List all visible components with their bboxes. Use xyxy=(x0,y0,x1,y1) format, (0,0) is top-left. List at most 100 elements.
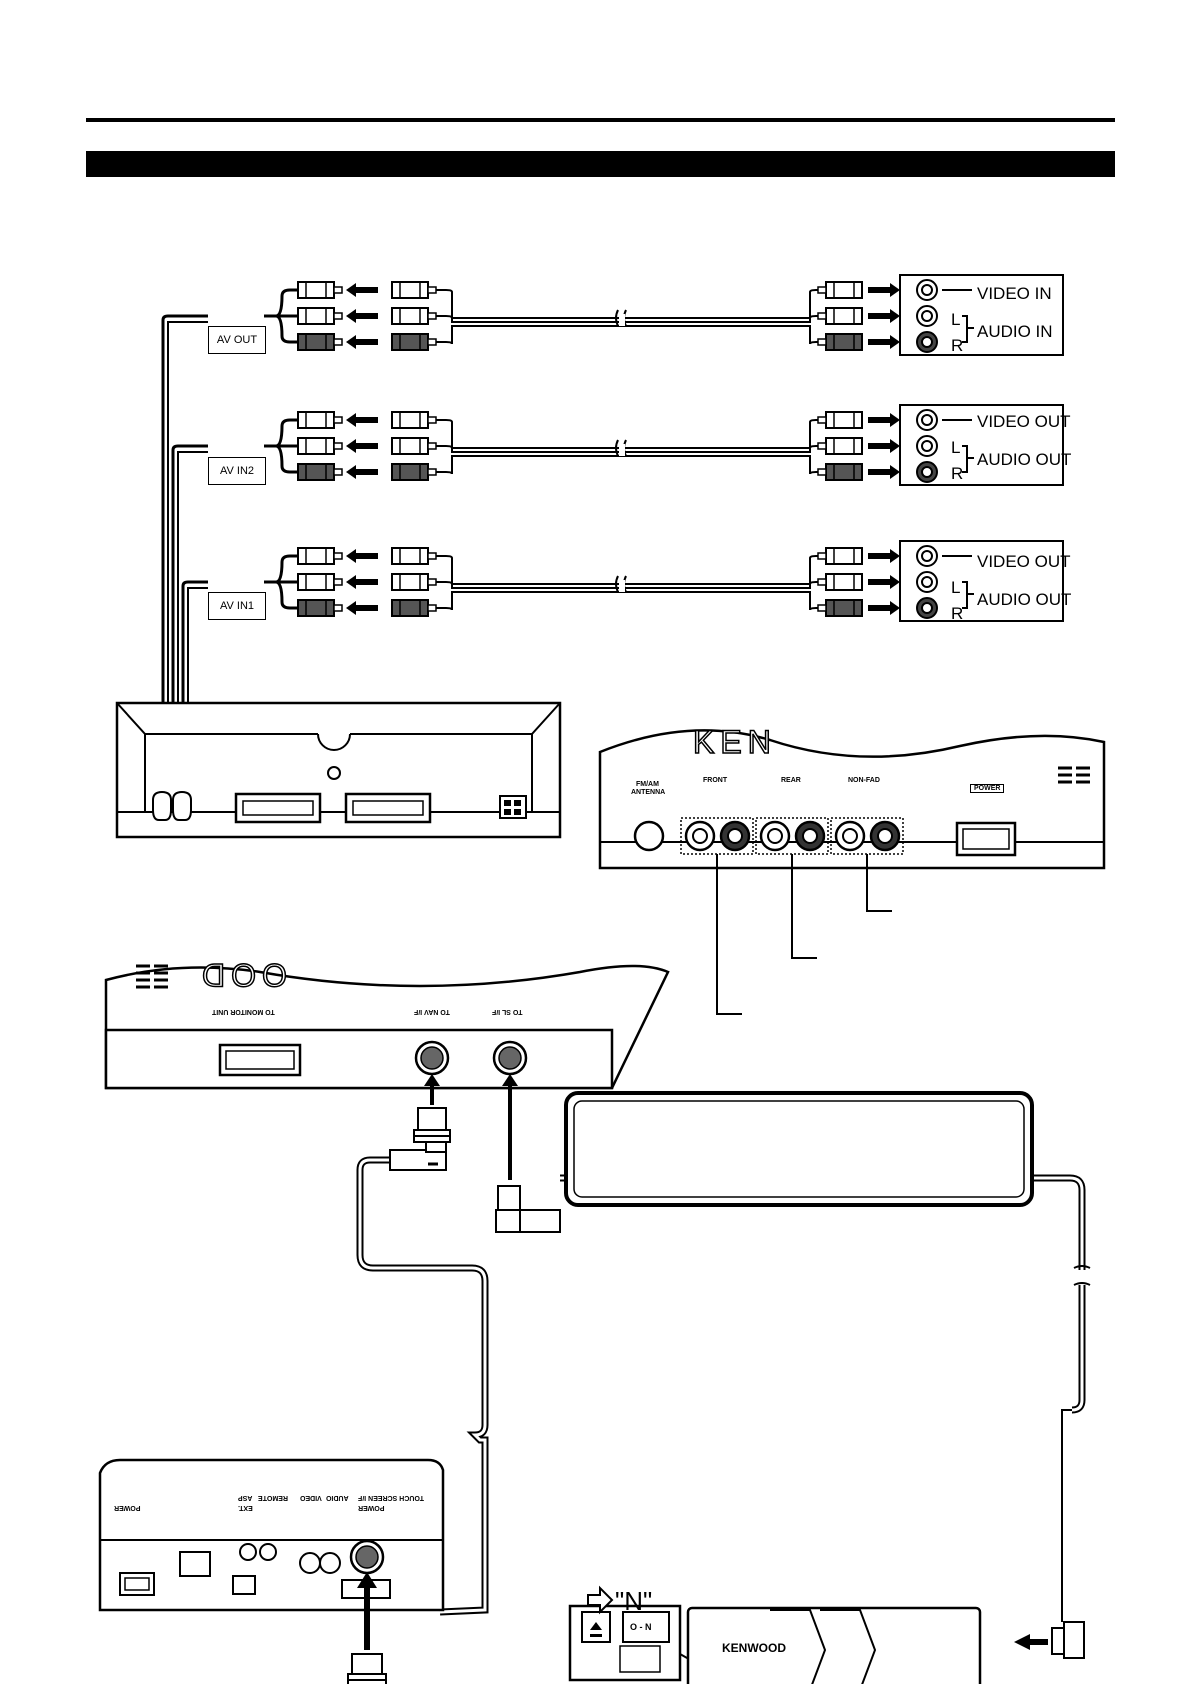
av-in2-audio-label: AUDIO OUT xyxy=(977,450,1072,469)
av-out-cable-plug-right-1 xyxy=(817,307,863,325)
av-in2-cable-group xyxy=(264,404,1064,486)
sl-cable xyxy=(560,1174,1091,1414)
av-in2-arrow-left-2 xyxy=(346,465,378,479)
av-out-l-label: L xyxy=(951,310,961,329)
changer-switch-callout: "N" xyxy=(615,1586,653,1616)
av-out-device-jack-1 xyxy=(916,305,938,327)
av-in2-l-label: L xyxy=(951,438,961,457)
changer-brand: KENWOOD xyxy=(722,1641,786,1655)
av-in1-device-jack-1 xyxy=(916,571,938,593)
av-in1-cable-plug-right-2 xyxy=(817,599,863,617)
av-in1-arrow-left-1 xyxy=(346,575,378,589)
av-in1-audio-label: AUDIO OUT xyxy=(977,590,1072,609)
receiver-power-label: POWER xyxy=(970,784,1005,793)
interface-box xyxy=(104,964,670,1090)
av-in1-arrow-left-0 xyxy=(346,549,378,563)
receiver-rear-label: REAR xyxy=(781,777,801,784)
nav-cable xyxy=(356,1156,489,1616)
nav-unit-label-3: VIDEO xyxy=(300,1494,322,1501)
interface-arrows xyxy=(424,1074,518,1180)
av-in2-cable-plug-left-0 xyxy=(391,411,437,429)
av-in2-arrow-right-0 xyxy=(868,413,900,427)
av-in2-cable-plug-right-2 xyxy=(817,463,863,481)
av-in2-arrow-left-0 xyxy=(346,413,378,427)
av-in2-label-box: AV IN2 xyxy=(208,457,266,485)
non-fad-jacks xyxy=(834,820,901,852)
nav-plug-bottom xyxy=(347,1653,387,1684)
av-in2-arrow-right-1 xyxy=(868,439,900,453)
av-out-cable-plug-right-2 xyxy=(817,333,863,351)
av-out-unit-plug-2 xyxy=(297,333,343,351)
av-in2-label: AV IN2 xyxy=(219,465,255,477)
nav-unit-label-4: AUDIO xyxy=(326,1494,349,1501)
av-in2-unit-plug-1 xyxy=(297,437,343,455)
front-jacks xyxy=(684,820,751,852)
header-band xyxy=(86,151,1115,177)
av-in1-label: AV IN1 xyxy=(219,600,255,612)
rear-jacks xyxy=(759,820,826,852)
changer-switch-label: O - N xyxy=(630,1622,652,1632)
nav-unit-label-5: TOUCH SCREEN I/F xyxy=(358,1494,424,1501)
interface-brand: OOD xyxy=(195,956,287,994)
av-out-arrow-right-0 xyxy=(868,283,900,297)
av-out-r-label: R xyxy=(951,336,964,355)
nav-unit-label-strip: POWER EXT. REMOTE VIDEO AUDIO TOUCH SCRE… xyxy=(112,1490,432,1520)
av-out-cable-plug-left-0 xyxy=(391,281,437,299)
av-out-cable-plug-left-1 xyxy=(391,307,437,325)
av-in1-unit-plug-0 xyxy=(297,547,343,565)
av-in1-cable-group xyxy=(264,540,1064,622)
interface-to-sl-label: TO SL I/F xyxy=(492,1008,523,1015)
av-out-cable-group xyxy=(264,274,1064,356)
av-in1-cable-plug-left-1 xyxy=(391,573,437,591)
av-out-unit-plug-0 xyxy=(297,281,343,299)
receiver-antenna-label: ANTENNA xyxy=(631,789,666,796)
nav-unit-label-1: EXT. xyxy=(238,1504,253,1511)
av-in1-arrow-right-2 xyxy=(868,601,900,615)
av-in2-unit-plug-2 xyxy=(297,463,343,481)
av-out-device-jack-0 xyxy=(916,279,938,301)
av-in2-video-label: VIDEO OUT xyxy=(977,412,1071,431)
av-out-video-label: VIDEO IN xyxy=(977,284,1052,303)
av-cable-bundle xyxy=(161,314,208,805)
av-in2-cable-plug-right-0 xyxy=(817,411,863,429)
av-out-arrow-right-1 xyxy=(868,309,900,323)
av-out-device-jack-2 xyxy=(916,331,938,353)
av-in1-arrow-right-1 xyxy=(868,575,900,589)
navigation-unit xyxy=(98,1458,445,1650)
nav-unit-label-6: ASP xyxy=(238,1494,253,1501)
av-in1-cable-plug-right-1 xyxy=(817,573,863,591)
av-in1-video-label: VIDEO OUT xyxy=(977,552,1071,571)
receiver-front-label: FRONT xyxy=(703,777,728,784)
av-in2-device-jack-1 xyxy=(916,435,938,457)
av-out-arrow-right-2 xyxy=(868,335,900,349)
av-out-unit-plug-1 xyxy=(297,307,343,325)
av-in2-unit-plug-0 xyxy=(297,411,343,429)
av-in1-unit-plug-1 xyxy=(297,573,343,591)
av-out-arrow-left-2 xyxy=(346,335,378,349)
av-in1-label-box: AV IN1 xyxy=(208,592,266,620)
av-in2-cable-plug-left-2 xyxy=(391,463,437,481)
av-in2-arrow-left-1 xyxy=(346,439,378,453)
receiver-fm-am-label: FM/AM xyxy=(636,781,659,788)
av-in1-cable-plug-left-0 xyxy=(391,547,437,565)
av-in1-device-jack-2 xyxy=(916,597,938,619)
av-in2-device-jack-2 xyxy=(916,461,938,483)
interface-to-monitor-label: TO MONITOR UNIT xyxy=(212,1008,275,1015)
interface-to-nav-label: TO NAV I/F xyxy=(414,1008,450,1015)
av-in1-device-jack-0 xyxy=(916,545,938,567)
av-out-audio-label: AUDIO IN xyxy=(977,322,1053,341)
nav-plug-top xyxy=(389,1107,451,1171)
av-out-label: AV OUT xyxy=(216,334,258,346)
header-rule xyxy=(86,118,1115,122)
nav-unit-label-2: REMOTE xyxy=(258,1494,288,1501)
av-in1-l-label: L xyxy=(951,578,961,597)
nav-unit-label-0: POWER xyxy=(114,1504,141,1511)
av-in1-cable-plug-right-0 xyxy=(817,547,863,565)
nav-unit-label-7: POWER xyxy=(358,1504,385,1511)
av-out-arrow-left-0 xyxy=(346,283,378,297)
receiver-brand: KEN xyxy=(692,723,777,761)
sl-plug-top xyxy=(495,1185,561,1233)
av-in2-r-label: R xyxy=(951,464,964,483)
av-in2-device-jack-0 xyxy=(916,409,938,431)
